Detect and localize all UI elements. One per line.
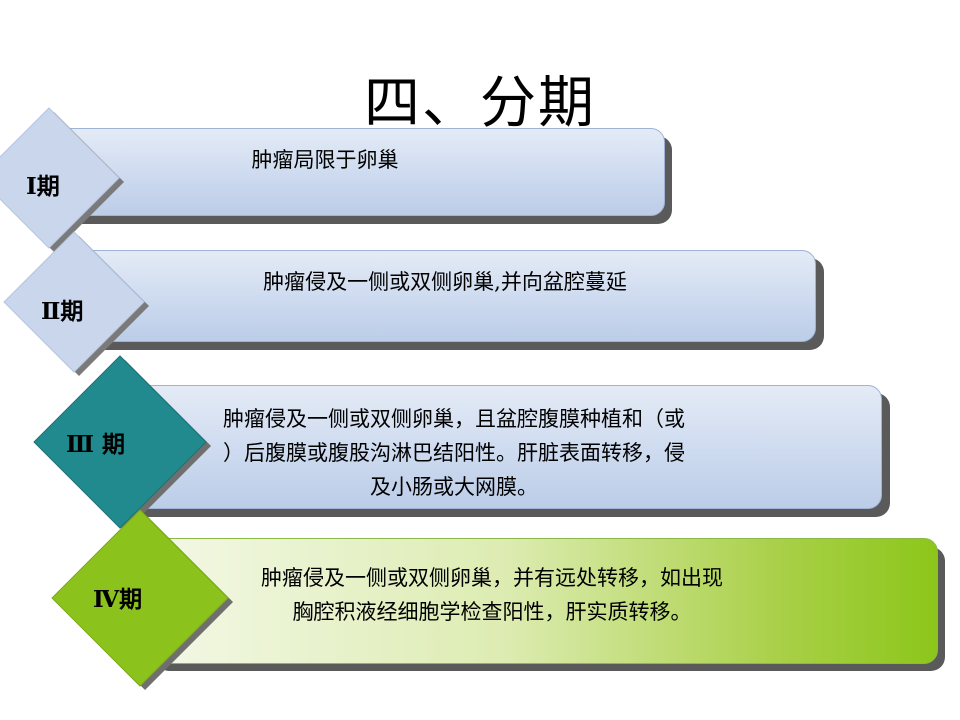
stage-3-line-3: 及小肠或大网膜。 (370, 475, 538, 499)
stage-1-description: 肿瘤局限于卵巢 (200, 143, 450, 177)
stage-3-diamond (33, 355, 211, 532)
stage-4-line-1: 肿瘤侵及一侧或双侧卵巢，并有远处转移，如出现 (261, 566, 723, 590)
stage-4-diamond (51, 509, 233, 690)
stage-2-line: 肿瘤侵及一侧或双侧卵巢,并向盆腔蔓延 (263, 270, 627, 294)
stage-2-label: Ⅱ期 (41, 298, 84, 325)
stage-1-diamond (0, 107, 124, 252)
stage-3-line-2: ）后腹膜或腹股沟淋巴结阳性。肝脏表面转移，侵 (223, 441, 685, 465)
stage-2-description: 肿瘤侵及一侧或双侧卵巢,并向盆腔蔓延 (180, 265, 710, 299)
stage-2-diamond (3, 231, 149, 376)
slide-title: 四、分期 (364, 71, 596, 136)
stage-2-bar (80, 250, 816, 342)
stage-1-label: Ⅰ期 (26, 173, 60, 200)
stage-4-description: 肿瘤侵及一侧或双侧卵巢，并有远处转移，如出现 胸腔积液经细胞学检查阳性，肝实质转… (186, 561, 798, 629)
stage-4-label: Ⅳ期 (93, 586, 143, 613)
stage-1-bar (55, 128, 665, 216)
stage-3-description: 肿瘤侵及一侧或双侧卵巢，且盆腔腹膜种植和（或 ）后腹膜或腹股沟淋巴结阳性。肝脏表… (148, 402, 760, 504)
stage-4-line-2: 胸腔积液经细胞学检查阳性，肝实质转移。 (292, 600, 692, 624)
stage-4-bar (148, 538, 938, 664)
stage-3-line-1: 肿瘤侵及一侧或双侧卵巢，且盆腔腹膜种植和（或 (223, 407, 685, 431)
stage-1-line: 肿瘤局限于卵巢 (251, 148, 399, 172)
stage-3-label: Ⅲ 期 (66, 431, 126, 458)
stage-3-bar (126, 385, 882, 509)
